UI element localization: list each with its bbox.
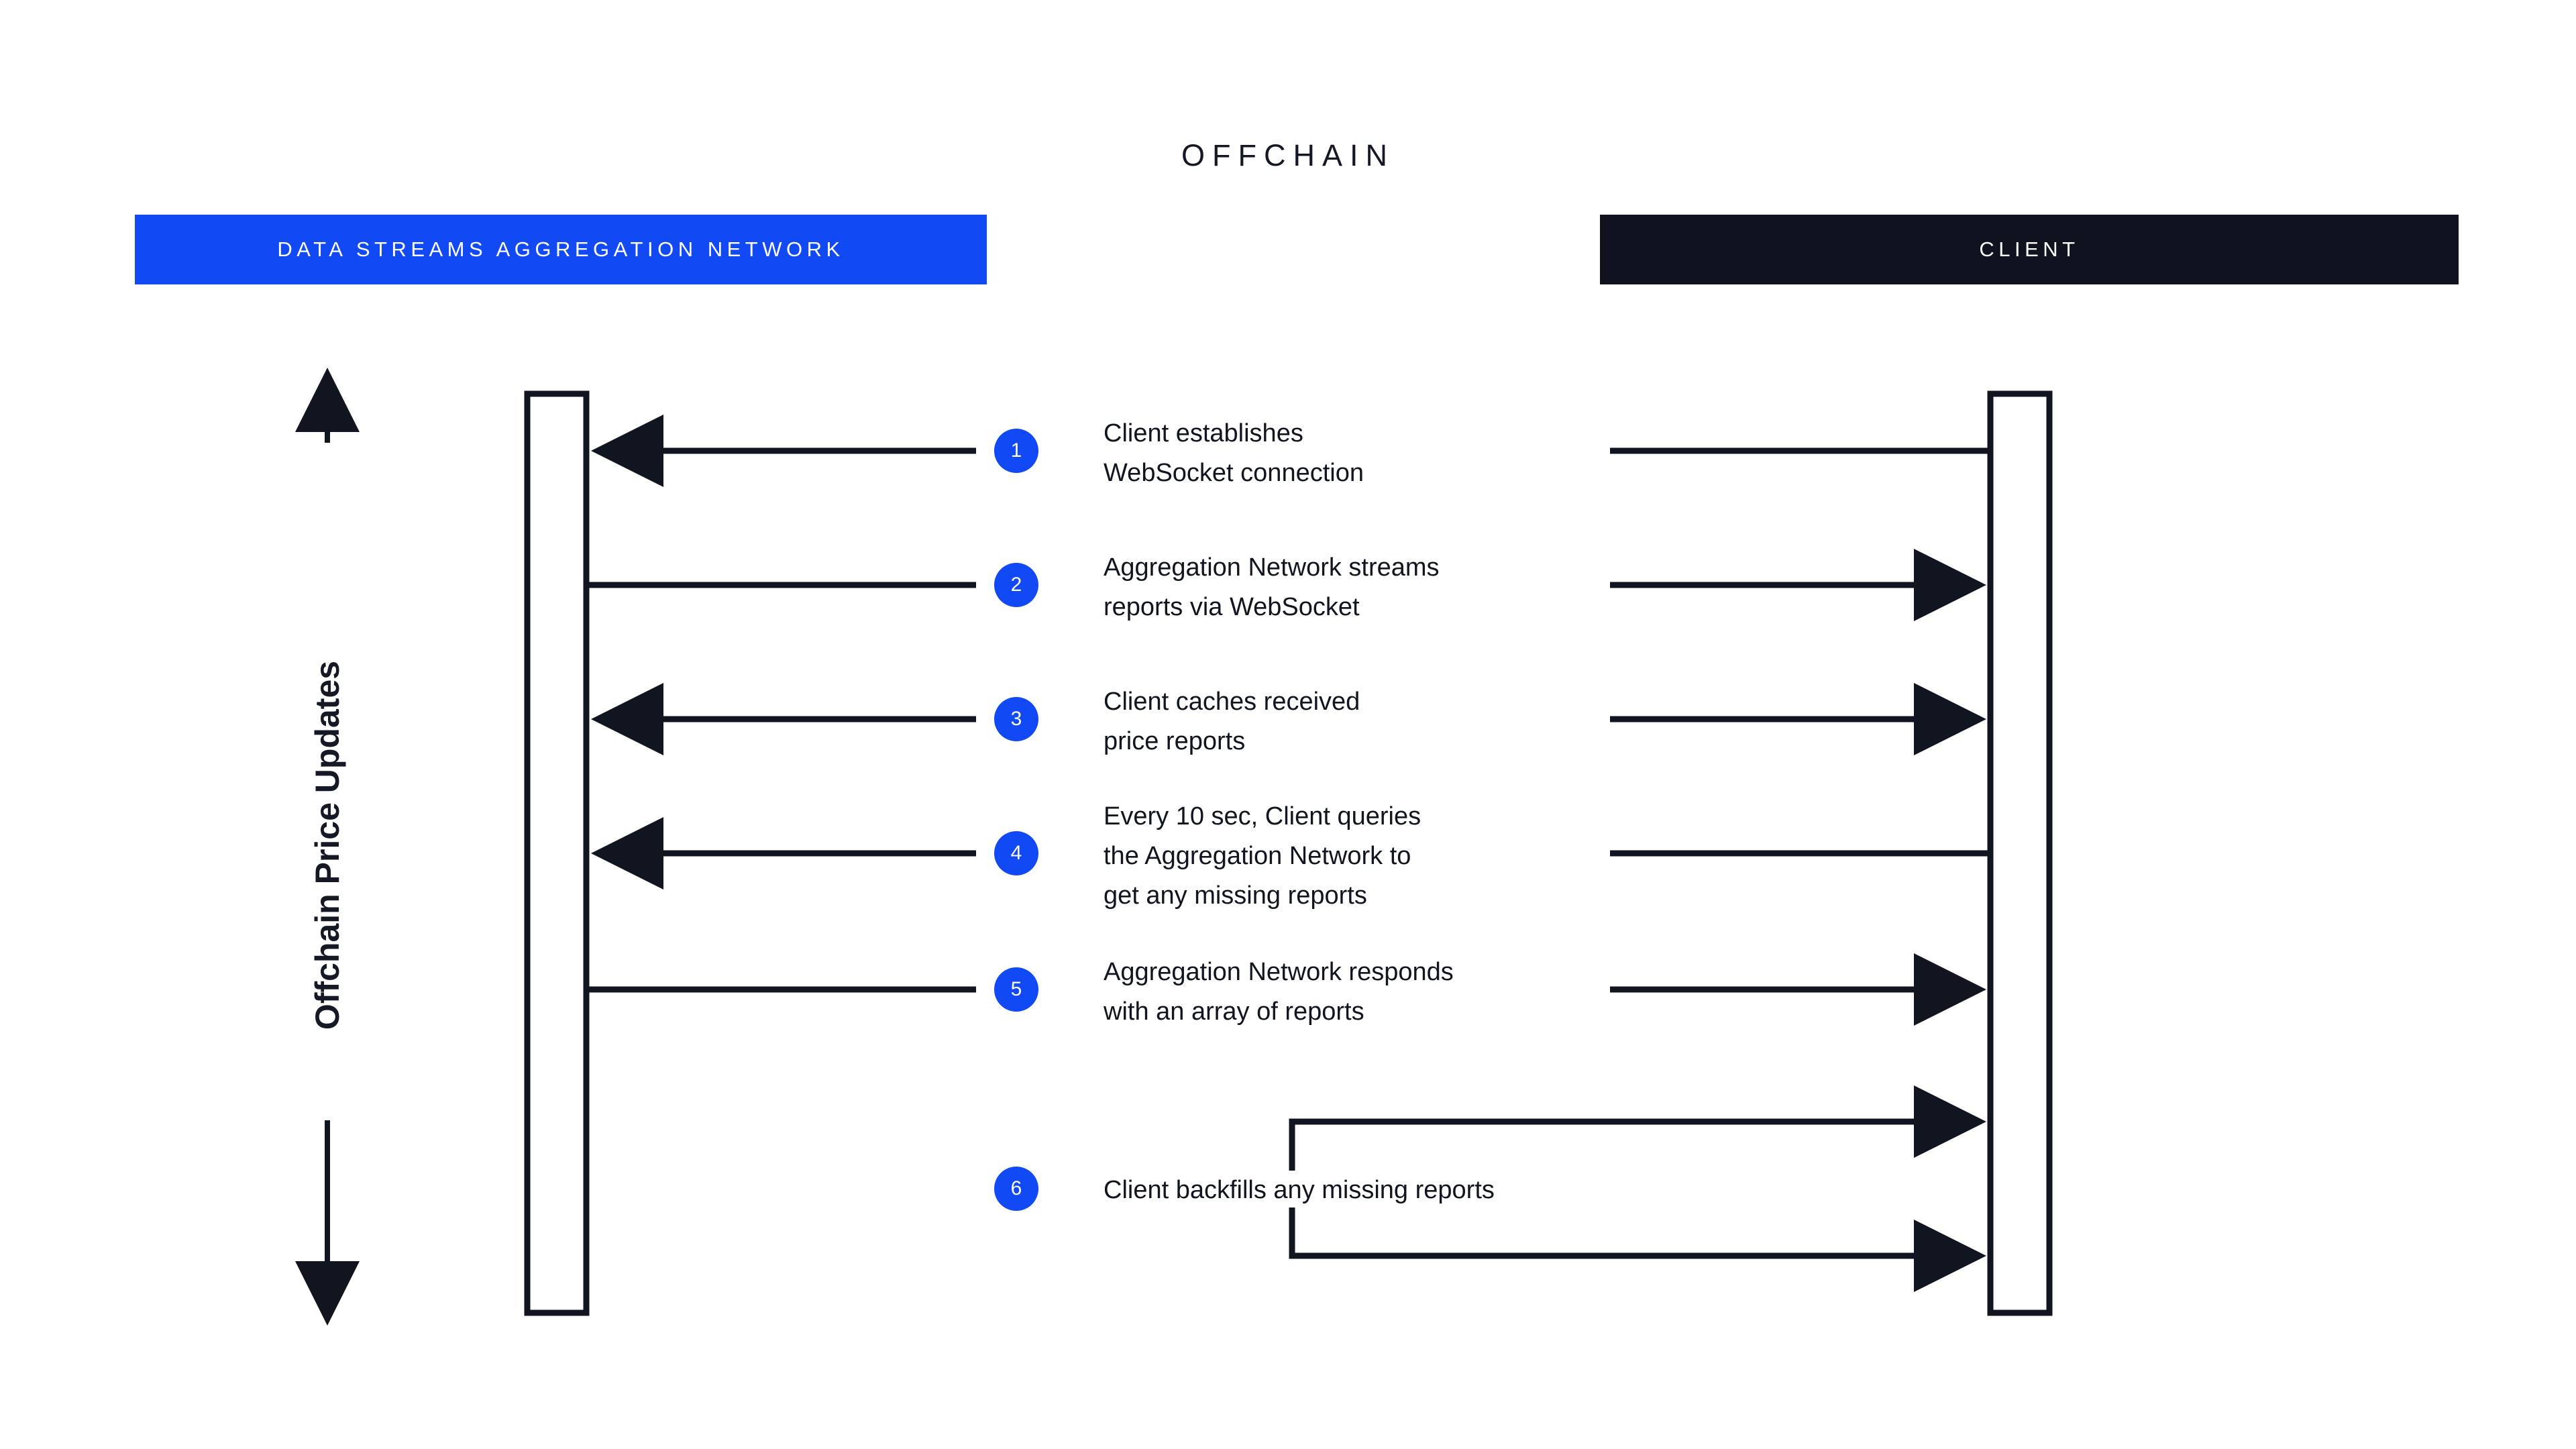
lane-header-label: CLIENT bbox=[1979, 237, 2080, 261]
page-title: OFFCHAIN bbox=[1181, 138, 1395, 172]
step-badge-2: 2 bbox=[994, 563, 1038, 607]
step-text-1: Client establishes WebSocket connection bbox=[1104, 419, 1364, 487]
step-text-3: Client caches received price reports bbox=[1104, 688, 1360, 755]
lane-header-aggregation-network: DATA STREAMS AGGREGATION NETWORK bbox=[135, 215, 987, 284]
axis-label-offchain-price-updates: Offchain Price Updates bbox=[309, 660, 346, 1030]
step-text-6: Client backfills any missing reports bbox=[1104, 1176, 1495, 1204]
lane-header-client: CLIENT bbox=[1600, 215, 2459, 284]
step-badge-5: 5 bbox=[994, 967, 1038, 1012]
step-badge-4: 4 bbox=[994, 831, 1038, 875]
step-badge-3: 3 bbox=[994, 697, 1038, 741]
step-text-5: Aggregation Network responds with an arr… bbox=[1104, 958, 1454, 1026]
lifeline-client bbox=[1987, 390, 2053, 1316]
step-text-4: Every 10 sec, Client queries the Aggrega… bbox=[1104, 802, 1421, 910]
message-arrow-6-self-bracket bbox=[1289, 1085, 1986, 1292]
step-badge-1: 1 bbox=[994, 429, 1038, 473]
step-text-2: Aggregation Network streams reports via … bbox=[1104, 553, 1440, 621]
step-badge-6: 6 bbox=[994, 1167, 1038, 1211]
lifeline-network bbox=[524, 390, 590, 1316]
lane-header-label: DATA STREAMS AGGREGATION NETWORK bbox=[277, 237, 845, 261]
